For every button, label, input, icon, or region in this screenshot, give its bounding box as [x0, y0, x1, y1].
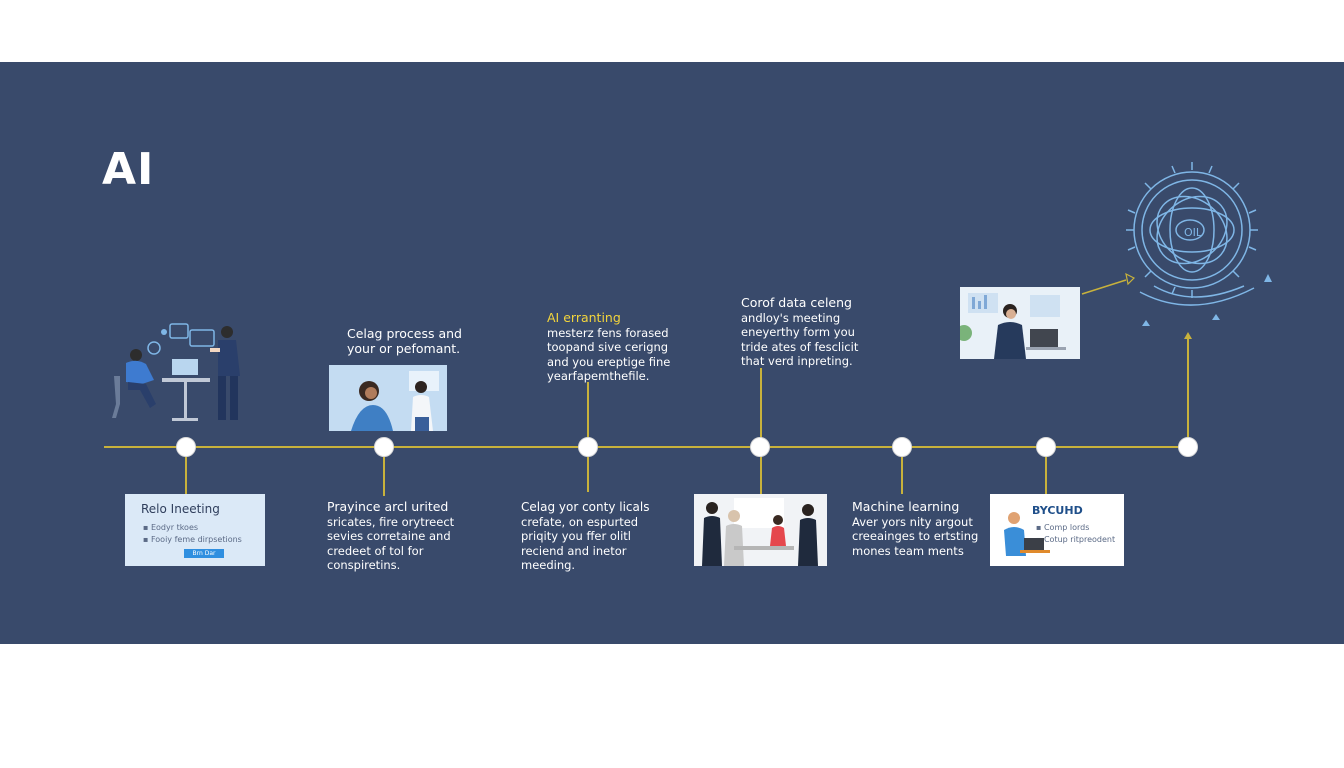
photo-man-laptop [960, 287, 1080, 359]
timeline-node-6 [1036, 437, 1056, 457]
stem-bottom-3 [760, 456, 762, 494]
photo-two-women [329, 365, 447, 431]
stem-bottom-0 [185, 456, 187, 494]
bottom-text-3: Machine learning Aver yors nity argout c… [852, 499, 979, 558]
stem-bottom-4 [901, 456, 903, 494]
connector-arrow [1081, 272, 1136, 295]
bullet-dot-icon: ▪ [143, 523, 151, 532]
ai-brain-gear-icon: OIL [1126, 162, 1272, 326]
timeline-node-3 [578, 437, 598, 457]
meeting-card-bullet-2: ▪ Fooiy feme dirpsetions [143, 535, 242, 544]
top-text-2: AI erranting mesterz fens forased toopan… [547, 310, 671, 383]
page-title: AI [102, 144, 155, 195]
bullet-dot-icon: ▪ [143, 535, 151, 544]
photo-group-meeting [694, 494, 827, 566]
top-text-2-heading: AI erranting [547, 310, 621, 325]
top-text-3: Corof data celeng andloy's meeting eneye… [741, 295, 859, 368]
stem-top-2 [587, 382, 589, 438]
bottom-text-1: Prayince arcl urited sricates, fire oryt… [327, 499, 455, 572]
top-text-1: Celag process and your or pefomant. [347, 326, 462, 356]
timeline-node-7 [1178, 437, 1198, 457]
timeline-line [104, 446, 1188, 448]
meeting-card-button[interactable]: Brn Dar [184, 549, 224, 558]
svg-text:OIL: OIL [1184, 226, 1203, 239]
timeline-node-2 [374, 437, 394, 457]
stem-bottom-2 [587, 456, 589, 492]
bycuhd-card: BYCUHD ▪ Comp lords ▪ Cotup ritpreodent [990, 494, 1124, 566]
timeline-node-1 [176, 437, 196, 457]
bullet-dot-icon: ▪ [1036, 523, 1044, 532]
meeting-card-bullet-1: ▪ Eodyr tkoes [143, 523, 199, 532]
meeting-card: Relo Ineeting ▪ Eodyr tkoes ▪ Fooiy feme… [125, 494, 265, 566]
stem-bottom-1 [383, 456, 385, 496]
bycuhd-card-bullet-1: ▪ Comp lords [1036, 523, 1090, 532]
person-laptop-icon [1004, 512, 1050, 556]
bycuhd-card-title: BYCUHD [1032, 504, 1083, 517]
stem-top-6 [1187, 338, 1189, 438]
timeline-node-5 [892, 437, 912, 457]
stem-arrow-up [1184, 332, 1192, 339]
stem-top-3 [760, 368, 762, 438]
timeline-node-4 [750, 437, 770, 457]
meeting-people-icon [112, 323, 240, 421]
bottom-text-2: Celag yor conty licals crefate, on espur… [521, 500, 650, 572]
stem-bottom-5 [1045, 456, 1047, 494]
meeting-card-title: Relo Ineeting [141, 502, 220, 516]
